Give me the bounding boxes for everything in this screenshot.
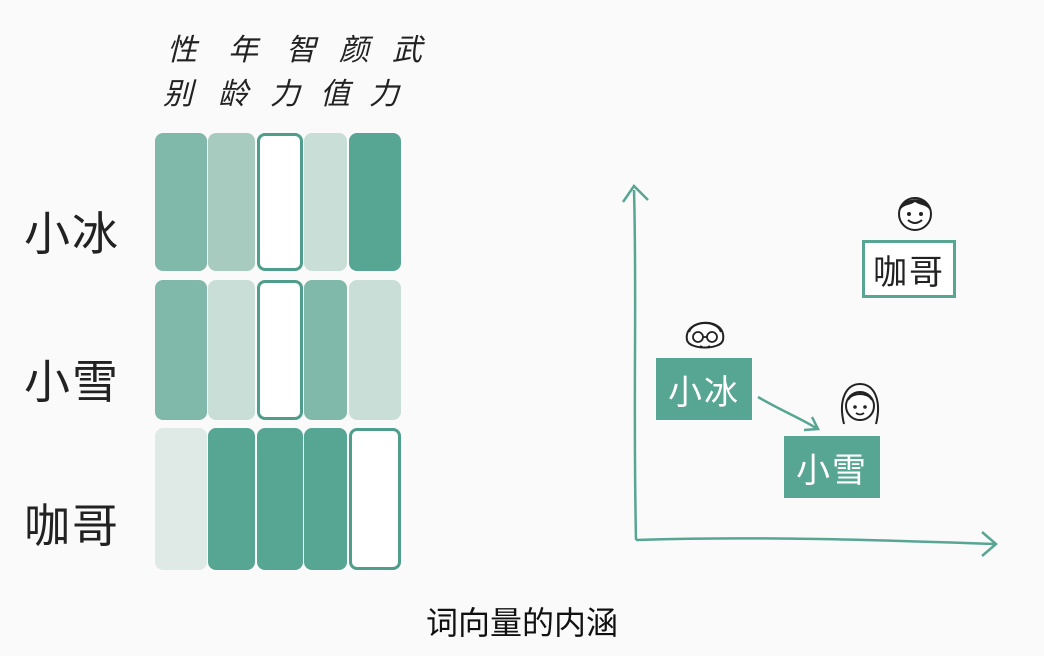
vector-cell xyxy=(349,133,401,271)
girl-face-icon xyxy=(841,382,879,425)
row-name-kage: 咖哥 xyxy=(24,499,120,553)
label-box-xiaoxue: 小雪 xyxy=(784,436,880,498)
label-box-kage: 咖哥 xyxy=(862,240,956,298)
move-arrow xyxy=(757,395,817,430)
column-header-gender: 性 别 xyxy=(157,36,207,110)
vector-cell xyxy=(257,428,303,570)
vector-cell xyxy=(349,280,401,420)
vector-cell xyxy=(155,280,207,420)
column-header-bottom: 力 xyxy=(369,77,399,112)
row-name-xiaobing: 小冰 xyxy=(24,207,120,261)
label-box-xiaobing: 小冰 xyxy=(656,358,752,420)
boy-face-icon xyxy=(898,197,932,231)
vector-cell xyxy=(304,133,347,271)
vector-cell xyxy=(155,428,207,570)
row-name-xiaoxue: 小雪 xyxy=(24,355,120,409)
vector-cell xyxy=(304,280,347,420)
x-axis-arrowhead xyxy=(981,531,998,557)
glasses-girl-face-icon xyxy=(685,321,725,349)
figure-caption: 词向量的内涵 xyxy=(425,604,618,642)
vector-cell xyxy=(155,133,207,271)
column-header-bottom: 别 xyxy=(163,77,193,112)
column-header-bottom: 值 xyxy=(320,77,350,112)
y-axis xyxy=(632,189,638,541)
vector-cell xyxy=(208,428,255,570)
vector-cell xyxy=(349,428,401,570)
column-header-top: 年 xyxy=(228,33,258,68)
vector-cell xyxy=(257,280,303,420)
column-header-top: 性 xyxy=(167,33,197,68)
vector-cell xyxy=(304,428,347,570)
vector-cell xyxy=(257,133,303,271)
vector-cell xyxy=(208,280,255,420)
column-header-bottom: 力 xyxy=(270,77,300,112)
column-header-age: 年 龄 xyxy=(208,36,258,110)
column-header-bottom: 龄 xyxy=(218,77,248,112)
y-axis-arrowhead xyxy=(621,184,649,203)
vector-cell xyxy=(208,133,255,271)
move-arrowhead xyxy=(803,416,820,432)
x-axis xyxy=(635,537,995,546)
